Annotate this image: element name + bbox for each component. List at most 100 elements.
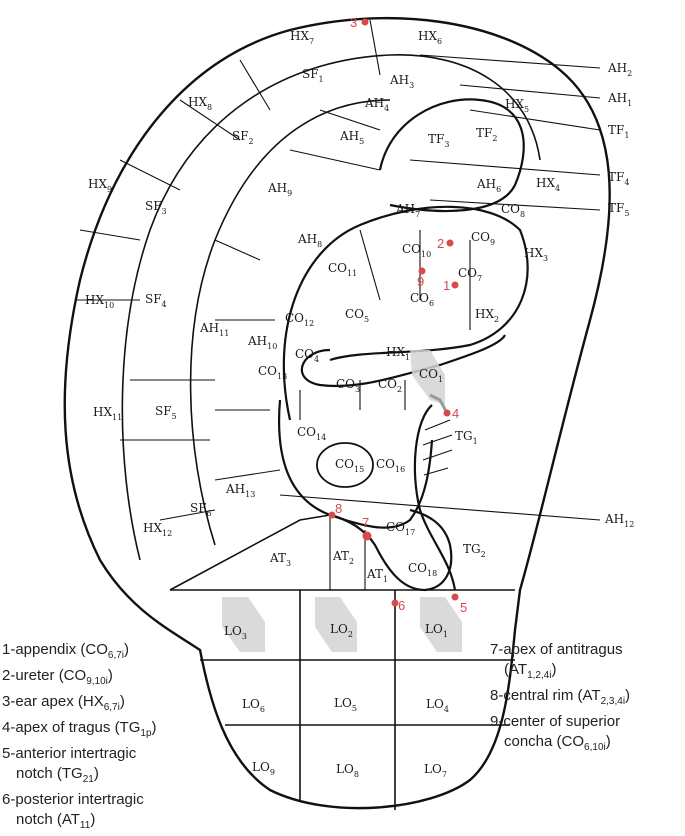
outer-helix-contour (63, 16, 611, 810)
zone-label-lo4: LO4 (426, 697, 449, 714)
marker-dot-2 (446, 239, 454, 247)
marker-dot-4 (443, 409, 451, 417)
zone-label-hx9: HX9 (88, 177, 112, 194)
zone-label-lo3: LO3 (224, 624, 247, 641)
zone-label-tf5: TF5 (608, 201, 629, 218)
zone-label-ah4: AH4 (364, 96, 389, 113)
zone-label-ah5: AH5 (339, 129, 364, 146)
marker-number-9: 9 (417, 274, 424, 289)
zone-label-ah12: AH12 (604, 512, 634, 529)
legend-item-apex-of-antitragus-cont: (AT1,2,4i) (504, 661, 557, 681)
zone-label-tg2: TG2 (463, 542, 486, 559)
legend-item-posterior-intertragic-notch-cont: notch (AT11) (16, 811, 96, 831)
highlight-region-3 (315, 597, 357, 652)
zone-label-lo7: LO7 (424, 762, 447, 779)
zone-label-lo1: LO1 (425, 622, 448, 639)
zone-label-at3: AT3 (269, 551, 291, 568)
zone-label-sf2: SF2 (232, 129, 254, 146)
zone-label-hx7: HX7 (290, 29, 314, 46)
zone-label-co1: CO1 (419, 367, 443, 384)
marker-number-3: 3 (350, 15, 357, 30)
zone-label-hx4: HX4 (536, 176, 560, 193)
cymba-concha-contour (282, 205, 529, 421)
marker-dot-8 (328, 511, 336, 519)
legend-left: 1-appendix (CO6,7i)2-ureter (CO9,10i)3-e… (2, 640, 157, 836)
triangular-fossa-contour (378, 98, 525, 213)
zone-label-hx5: HX5 (505, 97, 529, 114)
legend-item-anterior-intertragic-notch: 5-anterior intertragic (2, 745, 137, 762)
zone-label-co4: CO4 (295, 347, 319, 364)
zone-label-co13: CO13 (258, 364, 287, 381)
zone-label-co9: CO9 (471, 230, 495, 247)
legend-item-appendix: 1-appendix (CO6,7i) (2, 641, 130, 661)
callout-leaders (279, 54, 601, 521)
zone-label-ah7: AH7 (395, 202, 420, 219)
legend-item-center-of-superior-concha: 9-center of superior (490, 713, 621, 730)
zone-label-co2: CO2 (378, 377, 402, 394)
legend-right: 7-apex of antitragus(AT1,2,4i)8-central … (490, 640, 630, 758)
zone-label-co15: CO15 (335, 457, 364, 474)
zone-label-ah9: AH9 (267, 181, 292, 198)
zone-label-ah3: AH3 (389, 73, 414, 90)
zone-label-tg1: TG1 (455, 429, 478, 446)
marker-number-1: 1 (443, 278, 450, 293)
zone-label-ah1: AH1 (607, 91, 632, 108)
zone-label-co3: CO3 (336, 377, 360, 394)
zone-label-lo8: LO8 (336, 762, 359, 779)
marker-dot-6 (391, 599, 399, 607)
zone-label-co5: CO5 (345, 307, 369, 324)
zone-label-hx2: HX2 (475, 307, 499, 324)
zone-dividers (75, 19, 471, 590)
zone-label-ah2: AH2 (607, 61, 632, 78)
zone-label-co16: CO16 (376, 457, 405, 474)
zone-label-ah10: AH10 (247, 334, 277, 351)
zone-label-hx10: HX10 (85, 293, 114, 310)
marker-dot-3 (361, 18, 369, 26)
marker-dot-1 (451, 281, 459, 289)
marker-number-8: 8 (335, 501, 342, 516)
zone-label-lo6: LO6 (242, 697, 265, 714)
zone-label-co8: CO8 (501, 202, 525, 219)
zone-label-lo2: LO2 (330, 622, 353, 639)
zone-label-ah13: AH13 (225, 482, 255, 499)
marker-number-5: 5 (460, 600, 467, 615)
zone-label-at2: AT2 (332, 549, 354, 566)
zone-label-hx1: HX1 (386, 345, 410, 362)
marker-dot-5 (451, 593, 459, 601)
marker-number-7: 7 (362, 515, 369, 530)
marker-dot-9 (418, 267, 426, 275)
lobe-grid (170, 589, 515, 810)
tragus-contour (413, 404, 457, 591)
legend-item-central-rim: 8-central rim (AT2,3,4i) (490, 687, 631, 707)
highlight-region-4 (420, 597, 462, 652)
zone-label-hx8: HX8 (188, 95, 212, 112)
zone-label-co7: CO7 (458, 266, 482, 283)
zone-label-lo9: LO9 (252, 760, 275, 777)
lobe-upper-boundary (169, 514, 331, 591)
zone-label-ah8: AH8 (297, 232, 322, 249)
cavum-concha-contour (278, 399, 434, 529)
zone-label-hx12: HX12 (143, 521, 172, 538)
legend-item-apex-of-tragus: 4-apex of tragus (TG1p) (2, 719, 157, 739)
co15-circle (316, 442, 374, 488)
marker-dot-7 (362, 531, 372, 541)
zone-label-sf4: SF4 (145, 292, 167, 309)
zone-label-hx6: HX6 (418, 29, 442, 46)
zone-label-lo5: LO5 (334, 696, 357, 713)
zone-label-tf3: TF3 (428, 132, 449, 149)
zone-label-sf5: SF5 (155, 404, 177, 421)
highlight-regions (222, 350, 462, 652)
zone-label-tf2: TF2 (476, 126, 497, 143)
marker-number-6: 6 (398, 598, 405, 613)
marker-number-2: 2 (437, 236, 444, 251)
zone-label-co18: CO18 (408, 561, 437, 578)
zone-label-tf4: TF4 (608, 170, 629, 187)
zone-label-sf1: SF1 (302, 67, 324, 84)
legend-item-ureter: 2-ureter (CO9,10i) (2, 667, 113, 687)
zone-label-ah6: AH6 (476, 177, 501, 194)
highlight-region-2 (222, 597, 265, 652)
zone-label-tf1: TF1 (608, 123, 629, 140)
zone-label-hx3: HX3 (524, 246, 548, 263)
